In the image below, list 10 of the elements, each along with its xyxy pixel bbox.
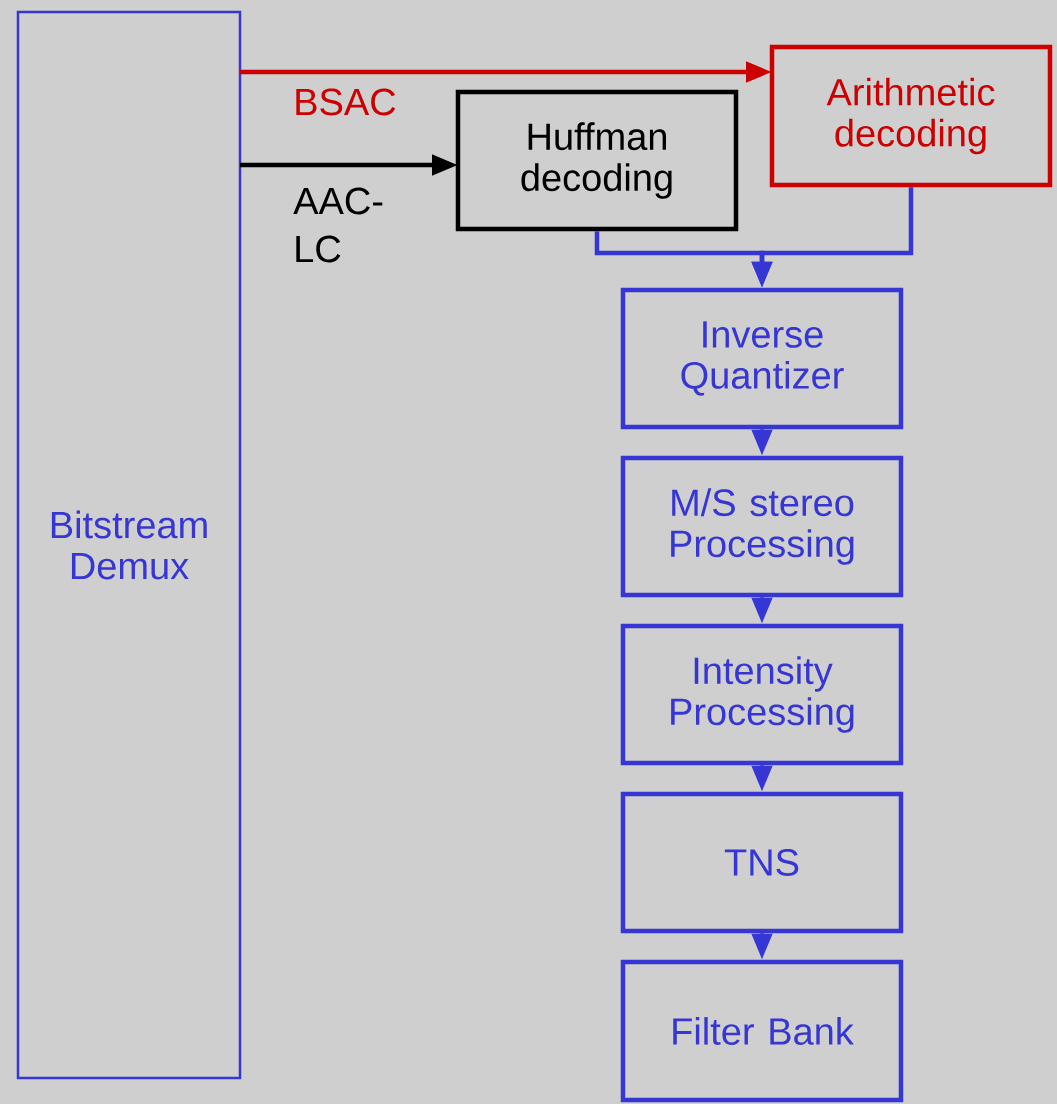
process-box: Inverse Quantizer [620,287,904,430]
process-box: Filter Bank [620,959,904,1103]
edge-label: AAC-LC [293,187,383,263]
demux-box: Bitstream Demux [16,10,242,1080]
process-box: Huffman decoding [455,89,739,232]
edge-label: BSAC [296,88,396,116]
process-box: M/S stereo Processing [620,455,904,598]
process-box: TNS [620,791,904,934]
process-box: Intensity Processing [620,623,904,766]
process-box: Arithmetic decoding [769,44,1053,188]
